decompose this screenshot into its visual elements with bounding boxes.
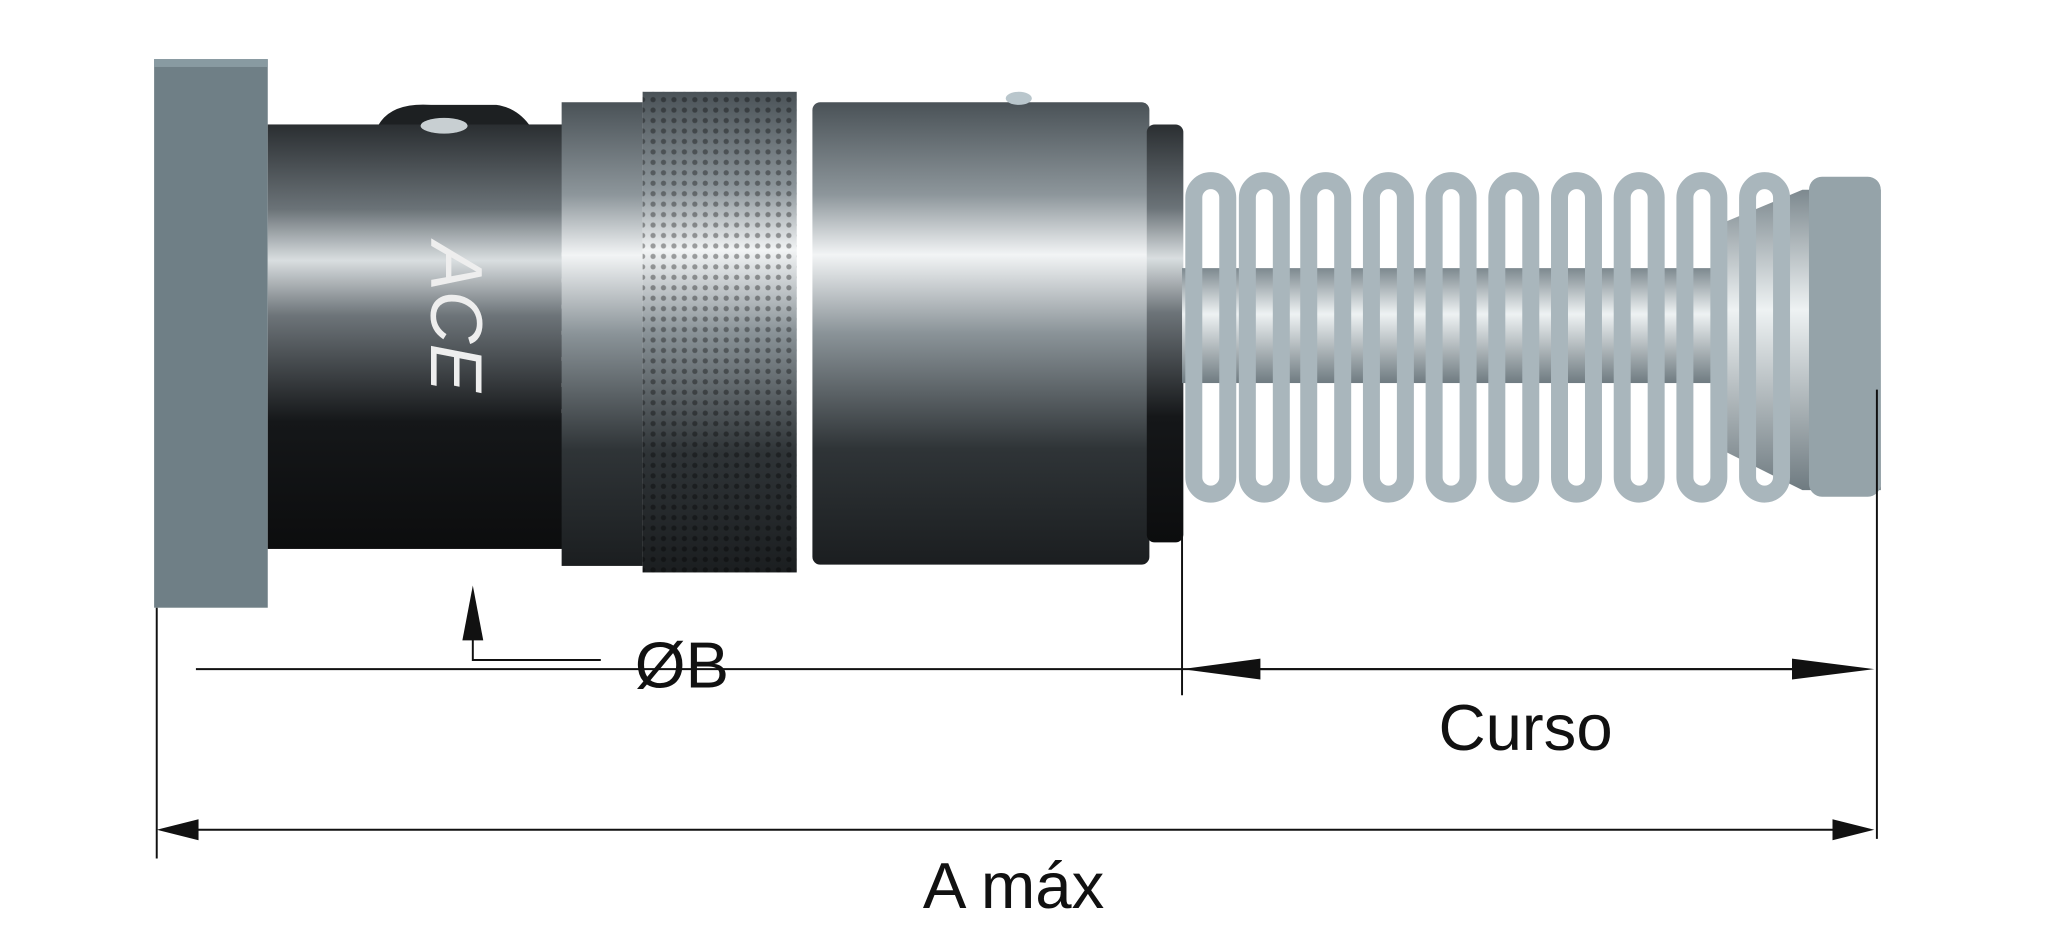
diameter-label: ØB: [635, 628, 729, 701]
mounting-flange: [154, 59, 268, 608]
return-spring: [1185, 172, 1791, 503]
main-cylinder: [812, 102, 1150, 565]
logo-text: ACE: [415, 238, 496, 394]
stroke-label: Curso: [1438, 691, 1612, 764]
arrowheads: [156, 585, 1875, 841]
body-tube: [267, 124, 566, 549]
overall-length-label: A máx: [923, 849, 1104, 922]
adjustment-collar: [561, 102, 643, 566]
